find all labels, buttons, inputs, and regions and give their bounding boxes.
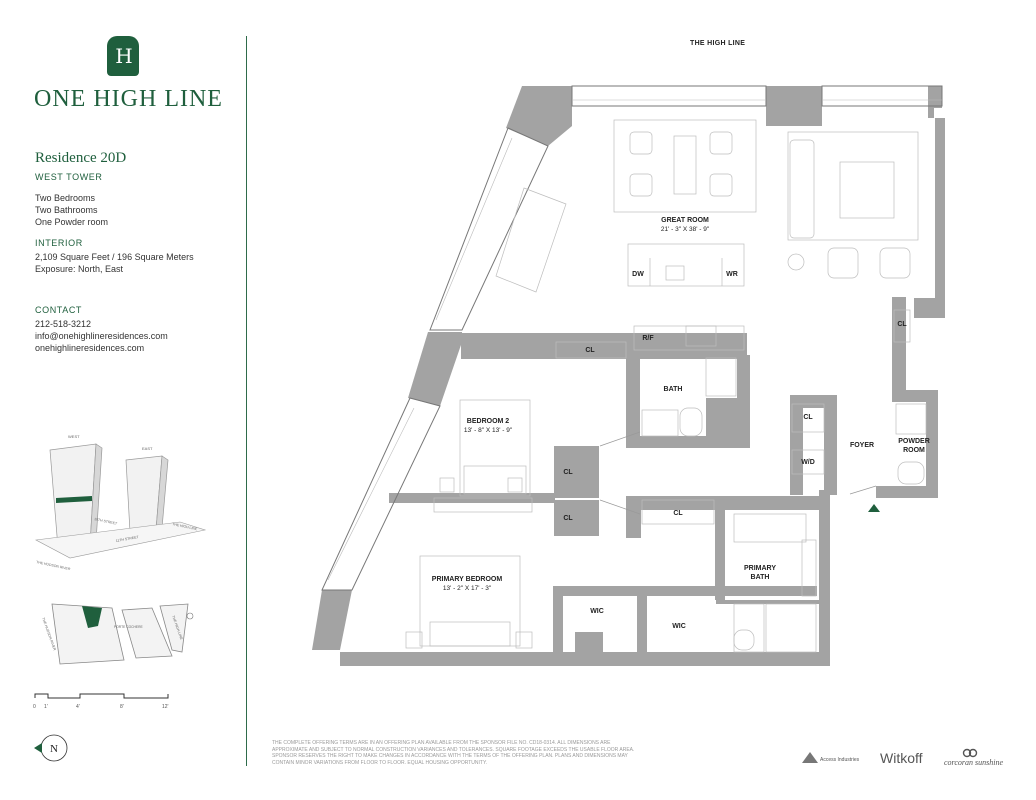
interior-heading: INTERIOR: [35, 238, 83, 248]
wr-label: WR: [726, 271, 738, 278]
walls: [312, 86, 945, 666]
powder-count: One Powder room: [35, 217, 109, 227]
wd-label: W/D: [801, 459, 815, 466]
corcoran-sunshine-logo: corcoran sunshine: [944, 758, 1004, 767]
bedroom2-dims: 13' - 8" X 13' - 9": [464, 427, 513, 434]
windows: [321, 85, 943, 591]
closet-label-1: CL: [585, 347, 595, 354]
compass-n-label: N: [50, 743, 58, 755]
sidebar-divider: [246, 36, 247, 766]
contact-website[interactable]: onehighlineresidences.com: [35, 343, 145, 353]
site-key-plan: THE HUDSON RIVER PORTE COCHERE THE HIGH …: [41, 603, 194, 665]
scale-bar: 0 1' 4' 8' 12': [33, 693, 169, 710]
key-east-label: EAST: [142, 446, 153, 451]
wic-label-1: WIC: [590, 608, 604, 615]
entry-marker-icon: [868, 504, 880, 512]
furniture: [405, 119, 927, 653]
key-10th-street: 10TH STREET: [94, 517, 119, 526]
building-illustration: WEST EAST 10TH STREET THE HIGH LINE THE …: [35, 434, 207, 570]
powder-room-label-1: POWDER: [898, 438, 930, 445]
north-compass-icon: N: [34, 734, 68, 762]
tower-label: WEST TOWER: [35, 172, 103, 182]
bath-label: BATH: [664, 386, 683, 393]
logo-mark: H: [107, 36, 139, 76]
plan-top-label: THE HIGH LINE: [690, 40, 746, 47]
bathrooms-count: Two Bathrooms: [35, 205, 98, 215]
key-hudson-river: THE HUDSON RIVER: [36, 560, 71, 570]
site-porte-label: PORTE COCHERE: [114, 625, 144, 629]
primary-bath-label-1: PRIMARY: [744, 565, 776, 572]
scale-label-0: 0: [33, 704, 36, 710]
site-compass-icon: [186, 612, 194, 620]
floor-plan: GREAT ROOM 21' - 3" X 38' - 9" DW WR R/F…: [312, 85, 945, 666]
access-industries-logo-icon: [802, 752, 818, 763]
scale-label-12: 12': [162, 704, 169, 710]
interior-area: 2,109 Square Feet / 196 Square Meters: [35, 252, 194, 262]
foyer-label: FOYER: [850, 442, 874, 449]
legal-disclaimer: THE COMPLETE OFFERING TERMS ARE IN AN OF…: [272, 740, 635, 766]
key-west-label: WEST: [68, 434, 80, 439]
brand-name: ONE HIGH LINE: [34, 86, 223, 112]
primary-bedroom-label: PRIMARY BEDROOM: [432, 576, 503, 583]
contact-heading: CONTACT: [35, 305, 83, 315]
closet-label-6: CL: [673, 510, 683, 517]
scale-label-8: 8': [120, 704, 124, 710]
contact-phone[interactable]: 212-518-3212: [35, 319, 92, 329]
interior-exposure: Exposure: North, East: [35, 264, 124, 274]
scale-label-1: 1': [44, 704, 48, 710]
great-room-label: GREAT ROOM: [661, 217, 709, 224]
closet-label-2: CL: [897, 321, 907, 328]
access-industries-logo: Access Industries: [820, 757, 860, 763]
bedrooms-count: Two Bedrooms: [35, 193, 96, 203]
closet-label-5: CL: [563, 515, 573, 522]
closet-label-4: CL: [563, 469, 573, 476]
powder-room-label-2: ROOM: [903, 447, 925, 454]
primary-bath-label-2: BATH: [751, 574, 770, 581]
bedroom2-label: BEDROOM 2: [467, 418, 510, 425]
residence-title: Residence 20D: [35, 150, 127, 166]
dw-label: DW: [632, 271, 644, 278]
window-mullions: [327, 99, 942, 581]
witkoff-logo: Witkoff: [880, 750, 923, 766]
sidebar: H ONE HIGH LINE Residence 20D WEST TOWER…: [0, 0, 246, 800]
rf-label: R/F: [642, 335, 654, 342]
key-11th-street: 11TH STREET: [115, 535, 139, 543]
scale-label-4: 4': [76, 704, 80, 710]
door-swings: [599, 431, 877, 515]
primary-bedroom-dims: 13' - 2" X 17' - 3": [443, 585, 492, 592]
corcoran-mark-icon: [962, 748, 978, 758]
closet-label-3: CL: [803, 414, 813, 421]
great-room-dims: 21' - 3" X 38' - 9": [661, 226, 710, 233]
contact-email[interactable]: info@onehighlineresidences.com: [35, 331, 168, 341]
key-high-line: THE HIGH LINE: [172, 522, 198, 531]
wic-label-2: WIC: [672, 623, 686, 630]
